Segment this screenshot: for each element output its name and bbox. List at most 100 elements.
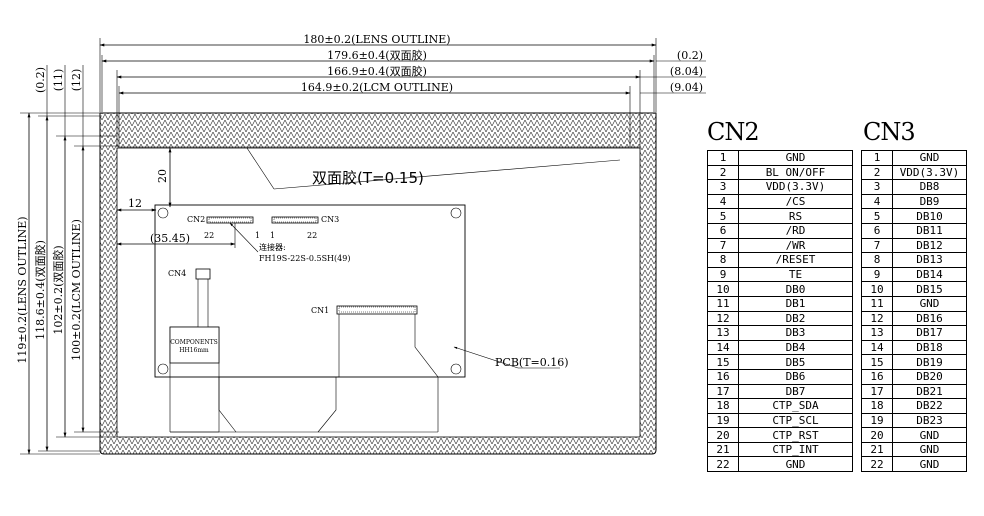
pin-signal: DB5 — [738, 354, 853, 370]
cn1-label: CN1 — [311, 306, 329, 315]
pin-signal: DB17 — [892, 325, 967, 341]
pin-signal: CTP_RST — [738, 427, 853, 443]
connector-cn3: CN3 1 22 — [270, 215, 339, 240]
pin-signal: GND — [738, 150, 853, 166]
pin-number: 5 — [707, 208, 739, 224]
cn3-pin-22: 22 — [307, 231, 317, 240]
tape-callout: 双面胶(T=0.15) — [246, 147, 621, 190]
pin-number: 19 — [861, 412, 893, 429]
pin-signal: BL ON/OFF — [738, 164, 853, 181]
pin-number: 20 — [707, 427, 739, 443]
pin-number: 9 — [861, 266, 893, 283]
pin-signal: /CS — [738, 193, 853, 210]
pin-signal: DB12 — [892, 237, 967, 254]
pin-number: 3 — [707, 179, 739, 195]
pin-number: 10 — [861, 281, 893, 297]
cn3-label: CN3 — [321, 215, 339, 224]
pin-number: 2 — [861, 164, 893, 181]
pin-number: 7 — [861, 237, 893, 254]
lcm-outline-width-label: 164.9±0.2(LCM OUTLINE) — [301, 81, 453, 94]
pin-number: 10 — [707, 281, 739, 297]
pin-number: 14 — [707, 339, 739, 356]
pin-signal: DB6 — [738, 368, 853, 385]
pin-signal: DB8 — [892, 179, 967, 195]
pin-signal: DB16 — [892, 310, 967, 327]
lcm-outline-height-label: 100±0.2(LCM OUTLINE) — [70, 219, 83, 361]
cn2-pin-1: 1 — [255, 231, 260, 240]
pin-signal: GND — [738, 456, 853, 473]
cn4-label: CN4 — [168, 269, 186, 278]
top-dimensions: 180±0.2(LENS OUTLINE) 179.6±0.4(双面胶) 166… — [99, 33, 706, 147]
pin-number: 18 — [861, 398, 893, 414]
pin-number: 12 — [861, 310, 893, 327]
pin-signal: DB22 — [892, 398, 967, 414]
pin-number: 2 — [707, 164, 739, 181]
pin-number: 11 — [861, 295, 893, 312]
tape-width-label: 179.6±0.4(双面胶) — [327, 48, 427, 62]
pin-signal: VDD(3.3V) — [738, 179, 853, 195]
component-label-2: HH16mm — [179, 347, 209, 354]
pin-signal: DB3 — [738, 325, 853, 341]
pin-signal: DB14 — [892, 266, 967, 283]
connector-note: 连接器: FH19S-22S-0.5SH(49) — [229, 222, 350, 263]
connector-part: FH19S-22S-0.5SH(49) — [259, 254, 350, 263]
pin-number: 6 — [861, 222, 893, 239]
pin-number: 1 — [861, 150, 893, 166]
pin-number: 15 — [861, 354, 893, 370]
pin-number: 15 — [707, 354, 739, 370]
pin-signal: DB19 — [892, 354, 967, 370]
inner-dimensions: 20 12 (35.45) — [116, 147, 236, 248]
connector-label: 连接器: — [259, 242, 286, 252]
pin-signal: DB1 — [738, 295, 853, 312]
pin-signal: DB11 — [892, 222, 967, 239]
component-label-1: COMPONENTS — [170, 339, 218, 346]
pin-number: 14 — [861, 339, 893, 356]
cn2-pin-22: 22 — [204, 231, 214, 240]
pin-number: 19 — [707, 412, 739, 429]
right-offset-804: (8.04) — [670, 65, 703, 78]
pin-number: 9 — [707, 266, 739, 283]
tape-note: 双面胶(T=0.15) — [312, 169, 424, 187]
pin-signal: CTP_SDA — [738, 398, 853, 414]
pin-number: 8 — [861, 252, 893, 268]
pin-signal: DB23 — [892, 412, 967, 429]
lens-outline-width-label: 180±0.2(LENS OUTLINE) — [303, 33, 450, 46]
tape-inner-width-label: 166.9±0.4(双面胶) — [327, 64, 427, 78]
pin-number: 18 — [707, 398, 739, 414]
cn2-label: CN2 — [187, 215, 205, 224]
pin-signal: /RD — [738, 222, 853, 239]
pin-signal: DB10 — [892, 208, 967, 224]
pin-signal: CTP_INT — [738, 441, 853, 458]
left-offset-12: (12) — [70, 69, 83, 92]
pin-signal: GND — [892, 441, 967, 458]
pin-number: 4 — [707, 193, 739, 210]
pin-signal: DB2 — [738, 310, 853, 327]
pin-signal: DB9 — [892, 193, 967, 210]
pin-number: 22 — [707, 456, 739, 473]
